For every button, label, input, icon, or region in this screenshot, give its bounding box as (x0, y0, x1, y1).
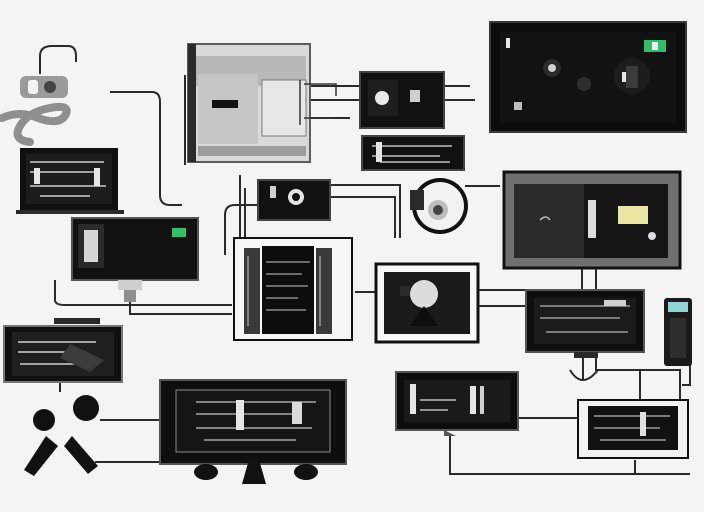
laptop-icon (16, 148, 124, 214)
cable-coil-icon (0, 102, 71, 146)
headphones-icon (24, 395, 99, 476)
remote-icon (664, 298, 692, 366)
server-rack-icon (187, 43, 337, 163)
monitor-icon (3, 318, 123, 383)
webcam-icon (20, 45, 77, 98)
monitor-icon (489, 21, 687, 133)
monitor-icon (359, 71, 445, 129)
monitor-icon (361, 135, 465, 171)
monitor-icon (159, 379, 347, 484)
monitor-icon (395, 371, 519, 436)
monitor-icon (374, 262, 480, 344)
thumbnail-screen (257, 179, 331, 221)
monitor-icon (71, 217, 199, 302)
speaker-icon (410, 178, 468, 234)
monitor-icon (525, 289, 645, 381)
monitor-icon (233, 237, 353, 341)
monitor-icon (577, 399, 689, 459)
monitor-icon (502, 170, 682, 270)
